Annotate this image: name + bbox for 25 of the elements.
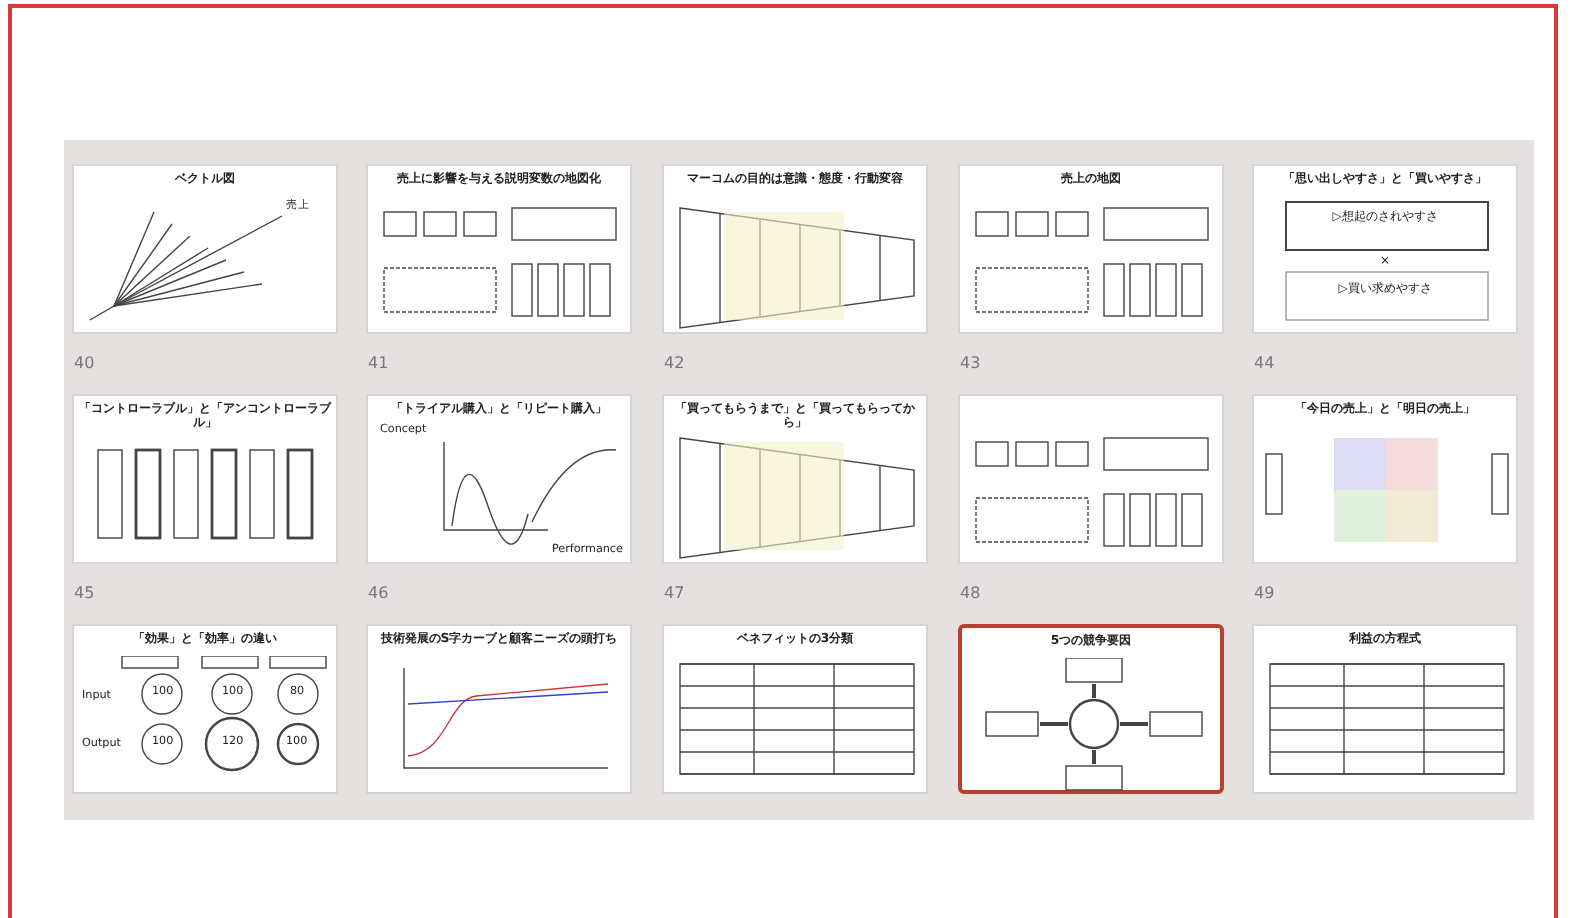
slide-number: 45 [74, 584, 95, 602]
slide-thumbnail [72, 394, 338, 564]
slide-thumbnail [72, 624, 338, 794]
slide-thumbnail [366, 624, 632, 794]
slide-number: 47 [664, 584, 685, 602]
slide-number: 41 [368, 354, 389, 372]
slide-number: 46 [368, 584, 389, 602]
slide-thumbnail [662, 164, 928, 334]
slide-thumbnail [366, 394, 632, 564]
slide-thumbnail [72, 164, 338, 334]
slide-thumbnail [1252, 164, 1518, 334]
slide-thumbnail [1252, 394, 1518, 564]
slide-thumbnail [958, 624, 1224, 794]
slide-number: 48 [960, 584, 981, 602]
slide-number: 40 [74, 354, 95, 372]
slide-thumbnail [366, 164, 632, 334]
slide-thumbnail [958, 164, 1224, 334]
slide-thumbnail [662, 394, 928, 564]
slide-number: 49 [1254, 584, 1275, 602]
slide-number: 42 [664, 354, 685, 372]
slide-thumbnail [662, 624, 928, 794]
slide-number: 44 [1254, 354, 1275, 372]
slide-thumbnail [958, 394, 1224, 564]
slide-thumbnail [1252, 624, 1518, 794]
slide-number: 43 [960, 354, 981, 372]
